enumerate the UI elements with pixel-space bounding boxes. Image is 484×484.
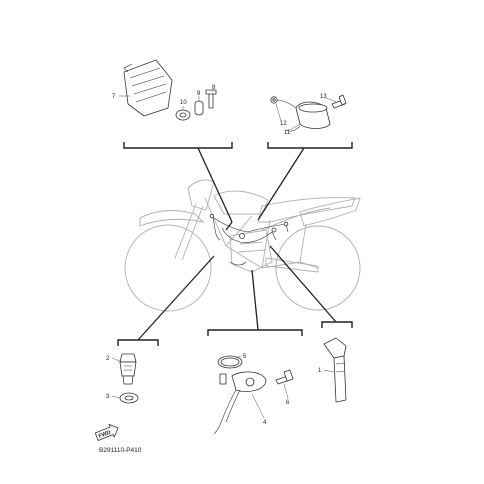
callout-3: 3: [106, 394, 110, 400]
o-ring-5: [217, 355, 243, 369]
leader-lines: [111, 89, 337, 419]
engine: [229, 229, 273, 273]
thermo-unit: [119, 353, 137, 385]
washer-12: [270, 96, 278, 104]
rear-fender: [299, 197, 361, 227]
direction-label: FWD: [98, 430, 112, 440]
diagram-code: B291110-P410: [99, 447, 142, 454]
link-lines: [137, 147, 337, 341]
grommet-10: [175, 109, 191, 121]
number-plate: [187, 179, 215, 211]
forward-direction-arrow: FWD: [94, 423, 119, 441]
callout-6: 6: [286, 400, 290, 406]
seat-and-side-panel: [257, 197, 356, 223]
bracket-top-left: [123, 142, 233, 149]
callout-10: 10: [180, 100, 187, 106]
bracket-top-right: [267, 142, 353, 149]
fork: [174, 203, 204, 261]
frame: [204, 197, 319, 269]
bracket-bottom-center: [207, 329, 303, 336]
callout-12: 12: [280, 121, 287, 127]
callout-5: 5: [243, 354, 247, 360]
callout-numbers: 7 10 9 8 11 12 13 2 3 5 4 6 1: [106, 85, 327, 426]
callout-8: 8: [212, 85, 216, 91]
bracket-bottom-right: [321, 321, 353, 328]
exhaust: [261, 207, 331, 231]
collar-9: [194, 100, 204, 116]
motorcycle-outline: [124, 179, 361, 312]
front-fender: [139, 210, 205, 227]
sensor-4: [213, 371, 267, 435]
bolt-6: [275, 369, 294, 385]
callout-9: 9: [197, 91, 201, 97]
rear-wheel: [275, 225, 361, 311]
callout-1: 1: [318, 368, 322, 374]
group-brackets: [117, 142, 353, 346]
callout-13: 13: [320, 94, 327, 100]
callout-7: 7: [112, 94, 116, 100]
front-wheel: [124, 224, 212, 312]
rectifier-regulator: [123, 59, 173, 117]
callout-2: 2: [106, 356, 110, 362]
gasket-3: [119, 392, 139, 404]
bolt-13: [331, 94, 347, 109]
callout-4: 4: [263, 420, 267, 426]
wiring-harness: [209, 213, 289, 266]
bolt-8: [205, 89, 217, 109]
spark-plug-cap: [323, 337, 347, 403]
bracket-bottom-left: [117, 339, 159, 346]
fuel-tank: [213, 190, 269, 215]
callout-11: 11: [284, 130, 291, 136]
ignition-coil: [275, 99, 331, 132]
swingarm: [265, 257, 319, 273]
